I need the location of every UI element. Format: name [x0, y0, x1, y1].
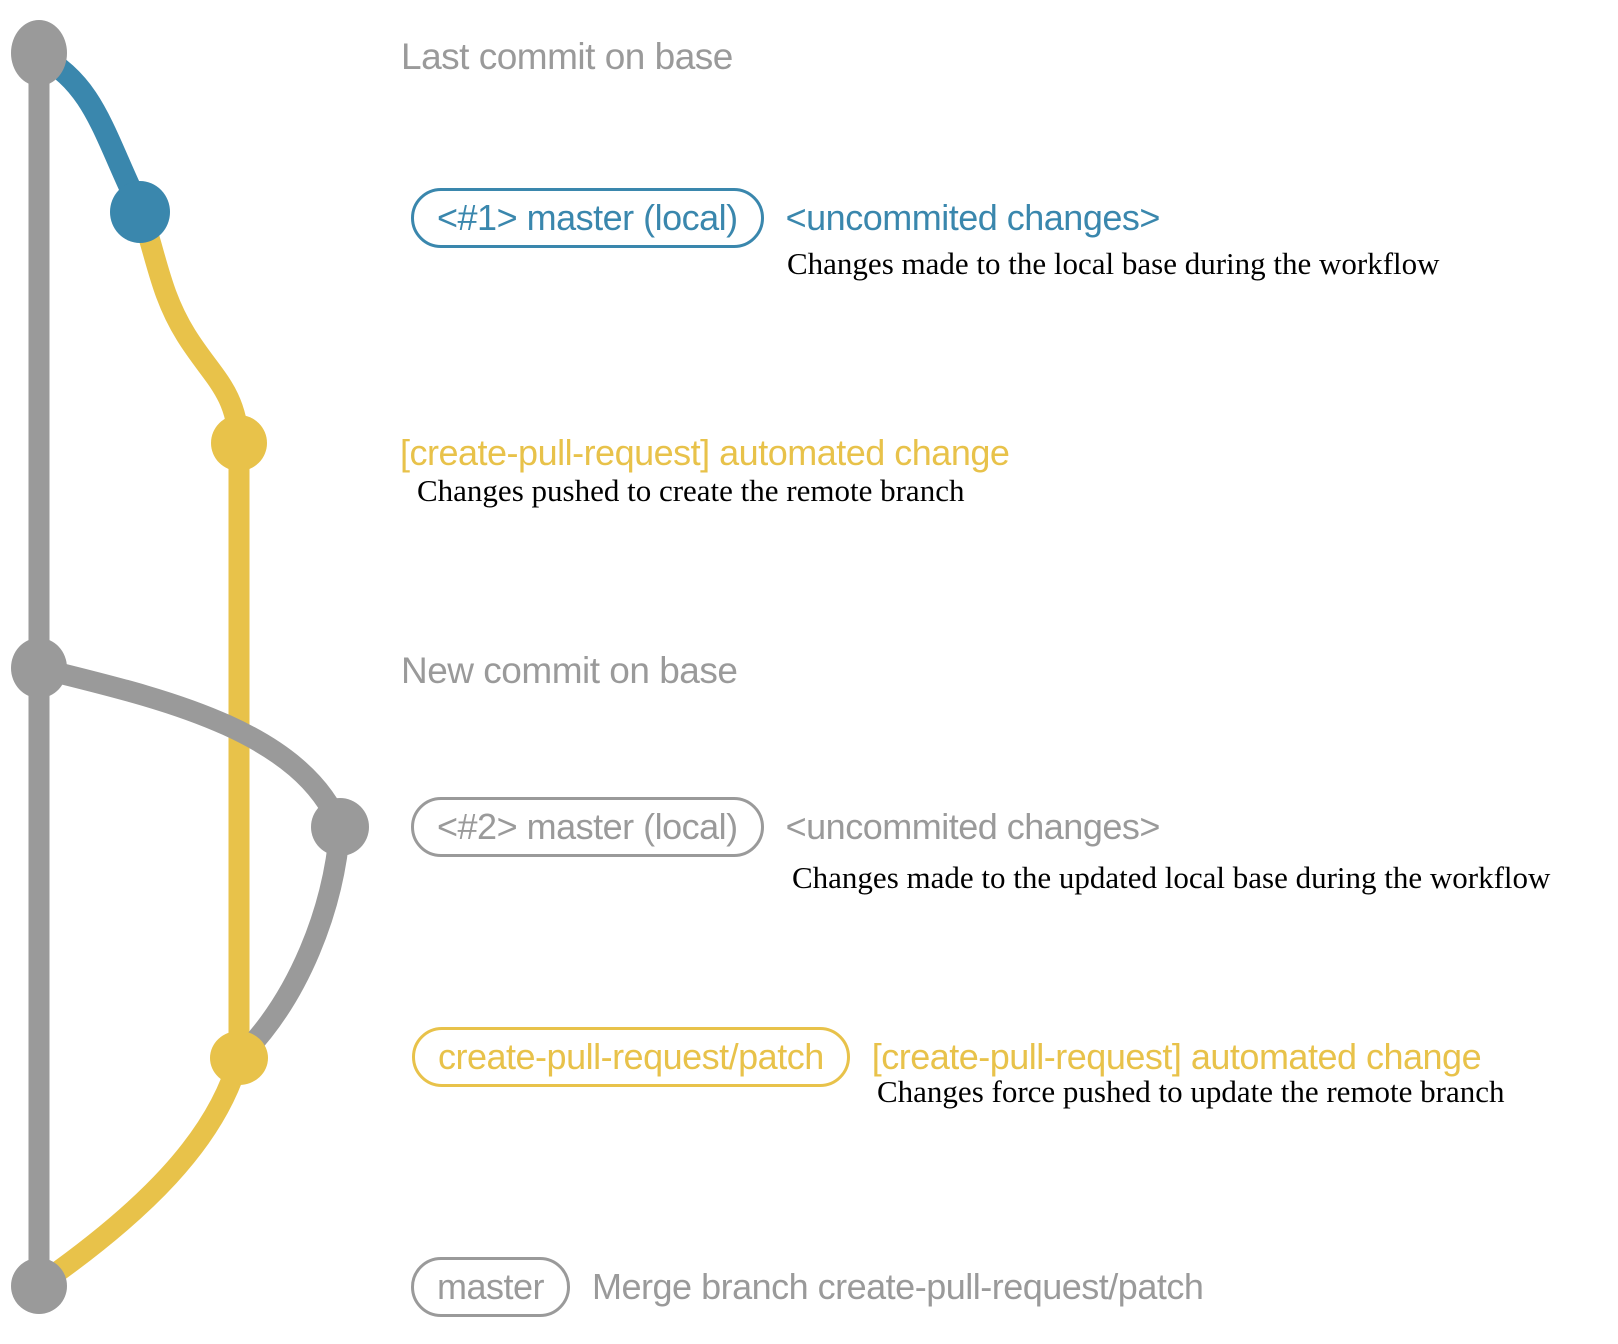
branch-local-master2-curve-bottom	[228, 816, 351, 1069]
badge-master-local-2: <#2> master (local)	[411, 797, 764, 857]
commit-dot-local-uncommited-2	[311, 798, 369, 856]
branch-patch-curve-top	[129, 198, 250, 454]
message-uncommited-changes-1: <uncommited changes>	[785, 197, 1161, 238]
detail-commit-3: Changes made to the updated local base d…	[792, 860, 1551, 895]
commit-dot-last-commit-on-base	[11, 20, 67, 86]
row-commit-2: [create-pull-request] automated change	[400, 423, 1010, 483]
detail-commit-4: Changes force pushed to update the remot…	[877, 1074, 1505, 1109]
row-commit-3: <#2> master (local) <uncommited changes>	[411, 797, 1160, 857]
commit-dot-automated-change-2	[210, 1031, 268, 1085]
badge-master-local-1: <#1> master (local)	[411, 188, 764, 248]
branch-local-master2-curve-top	[28, 657, 351, 838]
label-last-commit-on-base: Last commit on base	[401, 36, 733, 77]
detail-commit-2: Changes pushed to create the remote bran…	[417, 473, 965, 508]
badge-create-pull-request-patch: create-pull-request/patch	[412, 1027, 850, 1087]
badge-master: master	[411, 1257, 571, 1317]
branch-patch-curve-bottom	[31, 1047, 250, 1294]
message-uncommited-changes-2: <uncommited changes>	[785, 806, 1161, 847]
commit-dot-automated-change-1	[211, 415, 267, 471]
message-automated-change-2: [create-pull-request] automated change	[871, 1036, 1482, 1077]
message-merge-branch: Merge branch create-pull-request/patch	[592, 1266, 1204, 1307]
commit-dot-new-commit-on-base	[11, 638, 67, 698]
detail-commit-1: Changes made to the local base during th…	[787, 246, 1440, 281]
row-commit-1: <#1> master (local) <uncommited changes>	[411, 188, 1160, 248]
row-commit-4: create-pull-request/patch [create-pull-r…	[412, 1027, 1482, 1087]
git-graph	[11, 20, 369, 1314]
commit-dot-local-uncommited-1	[110, 181, 170, 243]
label-new-commit-on-base: New commit on base	[401, 650, 738, 691]
row-commit-5: master Merge branch create-pull-request/…	[411, 1257, 1204, 1317]
commit-dot-merge	[11, 1258, 67, 1314]
message-automated-change-1: [create-pull-request] automated change	[400, 432, 1010, 473]
